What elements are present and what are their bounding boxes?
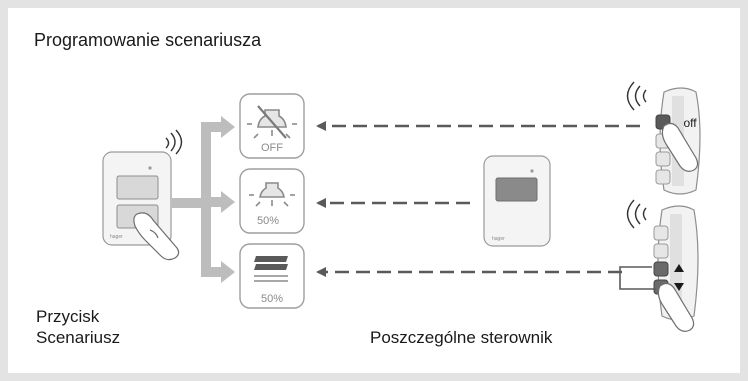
scene-tile-dimmed: 50% <box>239 168 305 234</box>
device-brand-label-2: hager <box>492 236 505 242</box>
caption-line-1: Przycisk <box>36 307 100 326</box>
pressing-hand-icon <box>657 282 695 332</box>
down-arrow-icon <box>674 283 684 291</box>
device-brand-label: hager <box>110 234 123 240</box>
remote-control-shutter <box>619 199 699 332</box>
wireless-signal-icon <box>626 81 647 111</box>
distribution-arrows <box>172 116 235 283</box>
caption-line-2: Scenariusz <box>36 328 121 347</box>
scenario-switch-device: hager <box>102 129 183 261</box>
wireless-signal-icon <box>165 129 183 155</box>
dashed-arrows <box>316 121 640 277</box>
lamp-dimmed-icon <box>249 182 295 207</box>
diagram-title: Programowanie scenariusza <box>34 30 262 50</box>
pressing-hand-icon <box>133 212 180 261</box>
up-arrow-icon <box>674 264 684 272</box>
shutter-icon <box>254 256 288 282</box>
wireless-signal-icon <box>626 199 647 229</box>
individual-controller-caption: Poszczególne sterownik <box>370 328 553 347</box>
tile-dimmed-label: 50% <box>257 215 279 227</box>
scene-tile-shutter: 50% <box>239 243 305 309</box>
scene-tile-off: OFF <box>239 93 305 159</box>
tile-shutter-label: 50% <box>261 293 283 305</box>
tile-off-label: OFF <box>261 142 283 154</box>
pressing-hand-icon <box>661 122 699 172</box>
scenario-button-caption: Przycisk Scenariusz <box>36 306 120 348</box>
remote-control-off: off <box>626 81 701 195</box>
lamp-off-icon <box>247 105 297 139</box>
remote-off-label: off <box>683 116 697 130</box>
individual-switch-device: hager <box>483 155 551 247</box>
